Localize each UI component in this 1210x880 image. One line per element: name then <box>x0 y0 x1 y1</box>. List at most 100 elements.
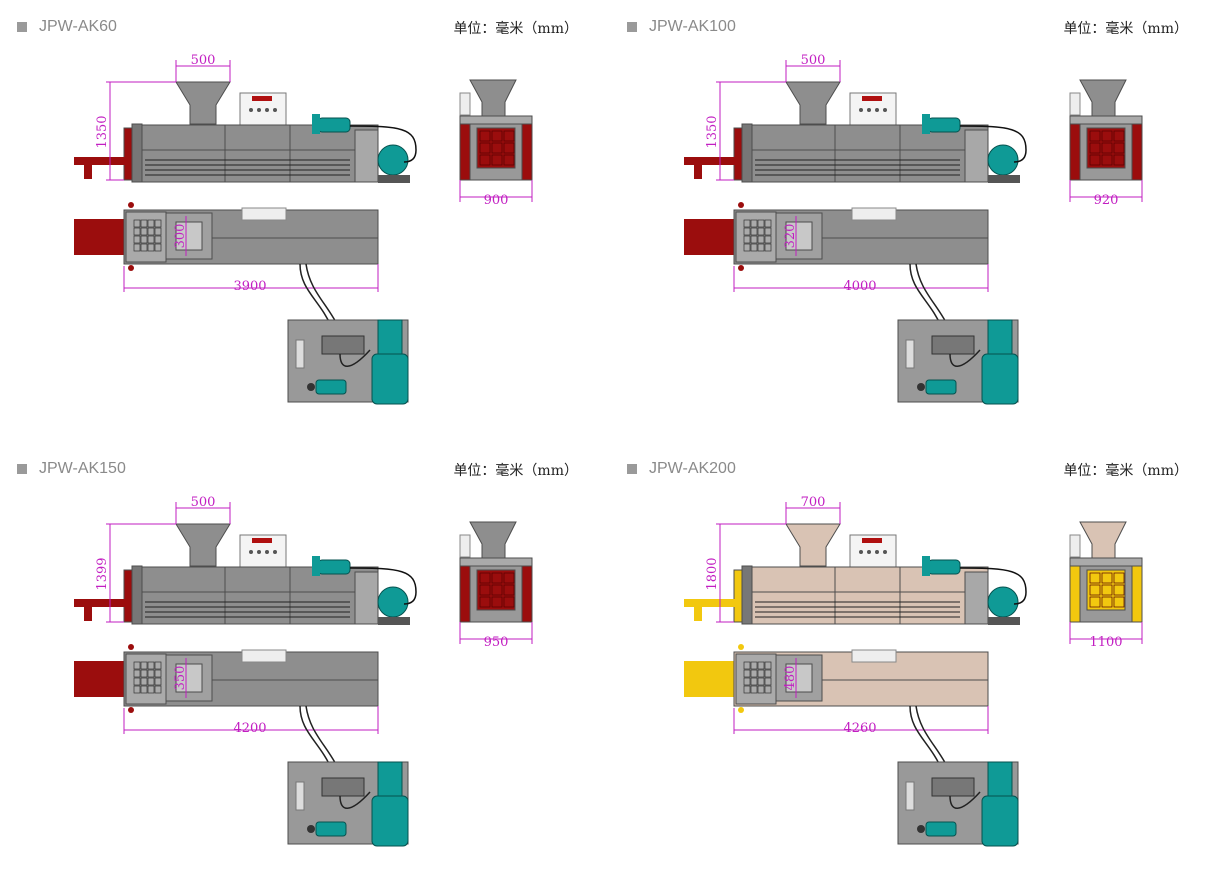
motor-base <box>988 175 1020 183</box>
side-motor <box>377 586 409 618</box>
bale-cell <box>503 596 515 608</box>
grid-cell <box>743 235 751 244</box>
dim-end-width: 900 <box>484 193 509 208</box>
bullet-square-icon <box>17 22 27 32</box>
bale-cell <box>1113 584 1125 596</box>
bale-cell <box>1113 596 1125 608</box>
grid-cell <box>743 661 751 670</box>
bullet-square-icon <box>627 464 637 474</box>
grid-cell <box>764 219 772 228</box>
grid-cell <box>764 677 772 686</box>
feed-inner <box>785 221 813 251</box>
bale-cell <box>1113 130 1125 142</box>
control-knob <box>273 108 277 112</box>
side-motor <box>377 144 409 176</box>
top-marker <box>128 707 134 713</box>
chute-leg <box>84 607 92 621</box>
top-box <box>241 649 287 663</box>
dim-height: 1350 <box>705 115 720 148</box>
end-top-frame <box>459 557 533 567</box>
control-knob <box>249 108 253 112</box>
top-end <box>125 653 167 705</box>
bale-cell <box>479 130 491 142</box>
dim-end-width: 920 <box>1094 193 1119 208</box>
main-motor <box>371 795 409 847</box>
chute-leg <box>84 165 92 179</box>
top-marker <box>738 707 744 713</box>
grid-cell <box>750 227 758 236</box>
valve-block <box>321 335 365 355</box>
hydraulic-hose <box>909 705 943 771</box>
discharge-chute <box>684 599 736 607</box>
hopper <box>175 523 231 567</box>
bale-cell <box>1101 130 1113 142</box>
grid-cell <box>757 227 765 236</box>
hydraulic-hose <box>339 349 371 367</box>
top-box <box>851 649 897 663</box>
discharge-chute <box>684 157 736 165</box>
dim-length: 4000 <box>843 279 876 294</box>
hydraulic-hose <box>949 349 981 367</box>
bale-cell <box>1113 142 1125 154</box>
top-marker <box>128 202 134 208</box>
grid-cell <box>750 669 758 678</box>
dim-hopper: 500 <box>191 53 216 68</box>
press-body <box>751 566 989 625</box>
end-hopper <box>469 79 517 117</box>
end-side-left <box>1069 123 1081 181</box>
unit-label: 单位：毫米（mm） <box>453 463 578 479</box>
grid-cell <box>140 227 148 236</box>
dim-hopper: 500 <box>191 495 216 510</box>
bale-cell <box>491 596 503 608</box>
grid-cell <box>154 235 162 244</box>
grid-cell <box>133 677 141 686</box>
bale-cell <box>479 154 491 166</box>
sight-glass <box>905 781 915 811</box>
control-knob <box>265 108 269 112</box>
top-discharge <box>684 661 734 697</box>
sight-glass <box>295 781 305 811</box>
grid-cell <box>140 669 148 678</box>
chute-leg <box>694 607 702 621</box>
grid-cell <box>750 219 758 228</box>
hydraulic-hose <box>299 263 333 329</box>
bale-cell <box>1113 572 1125 584</box>
grid-cell <box>140 243 148 252</box>
grid-cell <box>140 235 148 244</box>
dim-end-width: 950 <box>484 635 509 650</box>
grid-cell <box>147 243 155 252</box>
end-side-right <box>521 565 533 623</box>
dim-length: 4200 <box>233 721 266 736</box>
grid-cell <box>140 685 148 694</box>
hopper <box>175 81 231 125</box>
grid-cell <box>154 685 162 694</box>
end-box <box>1069 534 1081 558</box>
grid-cell <box>154 677 162 686</box>
small-motor-end <box>917 825 925 833</box>
feed-inner <box>175 221 203 251</box>
dim-length: 3900 <box>233 279 266 294</box>
top-pump <box>927 559 961 575</box>
top-marker <box>738 202 744 208</box>
hydraulic-hose <box>909 263 943 329</box>
top-discharge <box>74 219 124 255</box>
model-name: JPW-AK150 <box>39 460 126 477</box>
grid-cell <box>743 669 751 678</box>
grid-cell <box>750 685 758 694</box>
bale-cell <box>491 584 503 596</box>
top-pump <box>317 559 351 575</box>
grid-cell <box>133 235 141 244</box>
grid-cell <box>750 661 758 670</box>
motor-base <box>988 617 1020 625</box>
end-side-left <box>1069 565 1081 623</box>
end-box <box>459 534 471 558</box>
hydraulic-hose <box>949 791 981 809</box>
model-name: JPW-AK100 <box>649 18 736 35</box>
hopper <box>785 81 841 125</box>
top-box <box>851 207 897 221</box>
dim-length: 4260 <box>843 721 876 736</box>
